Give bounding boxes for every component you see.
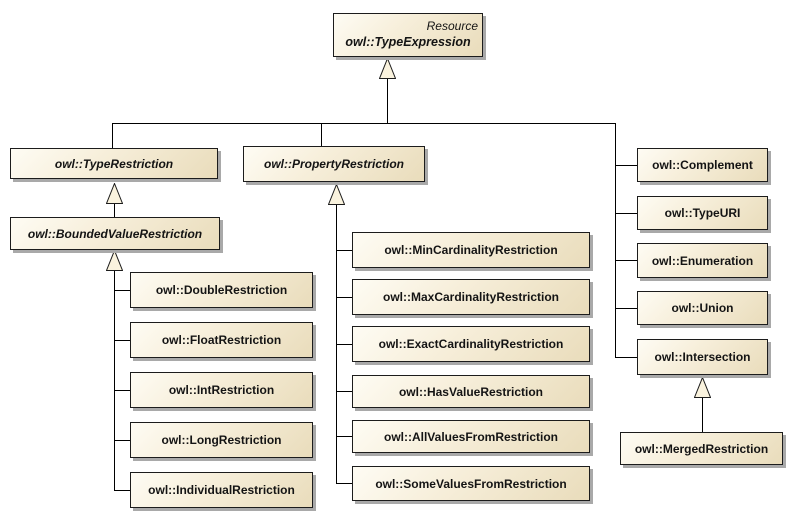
class-name-label: owl::TypeExpression: [345, 35, 471, 49]
generalization-line: [615, 308, 637, 309]
class-box-owl-hasvaluerestriction[interactable]: owl::HasValueRestriction: [352, 375, 590, 408]
class-box-owl-somevaluesfromrestriction[interactable]: owl::SomeValuesFromRestriction: [352, 466, 590, 501]
generalization-arrow-icon: [105, 249, 124, 271]
class-box-owl-intrestriction[interactable]: owl::IntRestriction: [130, 372, 313, 408]
class-name-label: owl::Intersection: [654, 350, 751, 364]
class-box-owl-complement[interactable]: owl::Complement: [637, 148, 768, 182]
generalization-arrow-icon: [327, 183, 346, 205]
generalization-line: [336, 344, 352, 345]
class-name-label: owl::HasValueRestriction: [398, 384, 544, 399]
class-name-label: owl::TypeRestriction: [54, 156, 174, 171]
class-box-owl-mincardinalityrestriction[interactable]: owl::MinCardinalityRestriction: [352, 232, 590, 268]
class-box-owl-mergedrestriction[interactable]: owl::MergedRestriction: [620, 432, 783, 465]
class-name-label: owl::Enumeration: [651, 253, 754, 268]
class-name-label: owl::Complement: [652, 158, 753, 172]
generalization-line: [114, 290, 130, 291]
generalization-line: [112, 123, 113, 148]
generalization-line: [114, 270, 115, 490]
generalization-line: [615, 123, 616, 358]
generalization-line: [615, 357, 637, 358]
generalization-line: [114, 204, 115, 217]
class-box-owl-allvaluesfromrestriction[interactable]: owl::AllValuesFromRestriction: [352, 420, 590, 453]
class-box-owl-typerestriction[interactable]: owl::TypeRestriction: [10, 148, 218, 179]
generalization-line: [702, 397, 703, 432]
class-name-label: owl::AllValuesFromRestriction: [383, 429, 559, 444]
generalization-line: [336, 483, 352, 484]
class-box-owl-doublerestriction[interactable]: owl::DoubleRestriction: [130, 272, 313, 308]
generalization-line: [114, 440, 130, 441]
class-name-label: owl::LongRestriction: [161, 433, 282, 447]
generalization-line: [336, 391, 352, 392]
generalization-line: [336, 250, 352, 251]
generalization-line: [321, 123, 322, 146]
class-name-label: owl::IntRestriction: [168, 383, 275, 397]
generalization-line: [114, 340, 130, 341]
generalization-arrow-icon: [378, 57, 397, 79]
generalization-arrow-icon: [693, 376, 712, 398]
class-name-label: owl::MergedRestriction: [634, 441, 769, 456]
generalization-line: [615, 165, 637, 166]
class-name-label: owl::MaxCardinalityRestriction: [382, 290, 560, 304]
generalization-line: [615, 213, 637, 214]
class-name-label: owl::PropertyRestriction: [263, 157, 404, 171]
class-box-owl-typeuri[interactable]: owl::TypeURI: [637, 196, 768, 230]
parent-class-label: Resource: [426, 19, 478, 33]
generalization-line: [336, 297, 352, 298]
class-name-label: owl::DoubleRestriction: [155, 283, 288, 297]
class-box-owl-typeexpression[interactable]: Resource owl::TypeExpression: [333, 13, 483, 57]
class-box-owl-maxcardinalityrestriction[interactable]: owl::MaxCardinalityRestriction: [352, 279, 590, 315]
generalization-line: [112, 123, 616, 124]
class-name-label: owl::SomeValuesFromRestriction: [375, 476, 567, 491]
class-name-label: owl::MinCardinalityRestriction: [384, 243, 558, 257]
class-box-owl-union[interactable]: owl::Union: [637, 291, 768, 325]
class-box-owl-propertyrestriction[interactable]: owl::PropertyRestriction: [243, 146, 425, 182]
class-name-label: owl::TypeURI: [664, 206, 741, 220]
class-box-owl-intersection[interactable]: owl::Intersection: [637, 339, 768, 375]
class-box-owl-exactcardinalityrestriction[interactable]: owl::ExactCardinalityRestriction: [352, 326, 590, 362]
generalization-line: [114, 490, 130, 491]
class-box-owl-enumeration[interactable]: owl::Enumeration: [637, 243, 768, 278]
class-name-label: owl::ExactCardinalityRestriction: [378, 337, 564, 351]
class-box-owl-longrestriction[interactable]: owl::LongRestriction: [130, 422, 313, 458]
class-name-label: owl::IndividualRestriction: [148, 483, 295, 497]
class-box-owl-individualrestriction[interactable]: owl::IndividualRestriction: [130, 472, 313, 508]
generalization-line: [615, 260, 637, 261]
class-name-label: owl::BoundedValueRestriction: [27, 226, 203, 241]
class-box-owl-floatrestriction[interactable]: owl::FloatRestriction: [130, 322, 313, 358]
class-name-label: owl::FloatRestriction: [161, 333, 282, 347]
generalization-arrow-icon: [105, 182, 124, 204]
generalization-line: [114, 390, 130, 391]
class-name-label: owl::Union: [671, 301, 734, 315]
generalization-line: [387, 78, 388, 123]
generalization-line: [336, 436, 352, 437]
class-box-owl-boundedvaluerestriction[interactable]: owl::BoundedValueRestriction: [10, 217, 220, 250]
